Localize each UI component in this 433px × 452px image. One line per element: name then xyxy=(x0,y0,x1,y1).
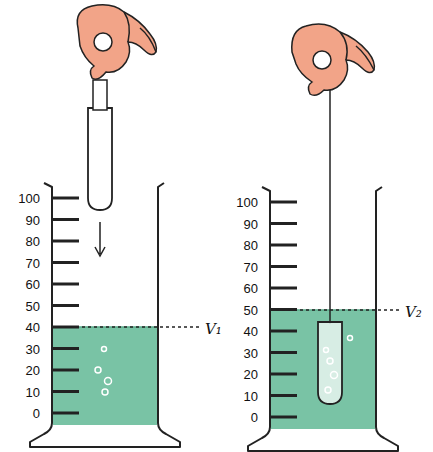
volume-label: V₂ xyxy=(405,305,422,320)
water xyxy=(53,327,157,425)
thread xyxy=(329,78,331,324)
scale-number: 50 xyxy=(244,303,258,316)
thread-loop xyxy=(93,80,107,110)
test-tube xyxy=(318,322,342,404)
bubbles xyxy=(324,336,353,394)
test-tube xyxy=(88,108,112,210)
bubbles xyxy=(95,347,112,396)
scale-number: 20 xyxy=(244,368,258,381)
scale-number: 50 xyxy=(26,299,40,312)
scale-number: 100 xyxy=(18,192,40,205)
scale-number: 30 xyxy=(244,346,258,359)
scale-number: 90 xyxy=(26,213,40,226)
hand xyxy=(292,24,375,95)
scale-number: 0 xyxy=(33,407,40,420)
scale-number: 80 xyxy=(26,235,40,248)
level-line xyxy=(58,326,200,328)
scale-number: 80 xyxy=(244,239,258,252)
arrow xyxy=(95,222,105,256)
scale-number: 40 xyxy=(244,325,258,338)
scale-ticks xyxy=(53,198,79,413)
scale-number: 60 xyxy=(26,278,40,291)
scale-number: 100 xyxy=(236,196,258,209)
water xyxy=(271,310,375,429)
scale-number: 10 xyxy=(26,385,40,398)
scale-number: 30 xyxy=(26,342,40,355)
scale-number: 20 xyxy=(26,364,40,377)
level-line xyxy=(276,309,400,311)
scale-number: 70 xyxy=(244,260,258,273)
scale-number: 90 xyxy=(244,217,258,230)
scale-number: 40 xyxy=(26,321,40,334)
scale-number: 70 xyxy=(26,256,40,269)
scale-number: 0 xyxy=(251,411,258,424)
volume-label: V₁ xyxy=(205,322,222,337)
hand xyxy=(77,5,156,79)
scale-number: 60 xyxy=(244,282,258,295)
scale-number: 10 xyxy=(244,389,258,402)
